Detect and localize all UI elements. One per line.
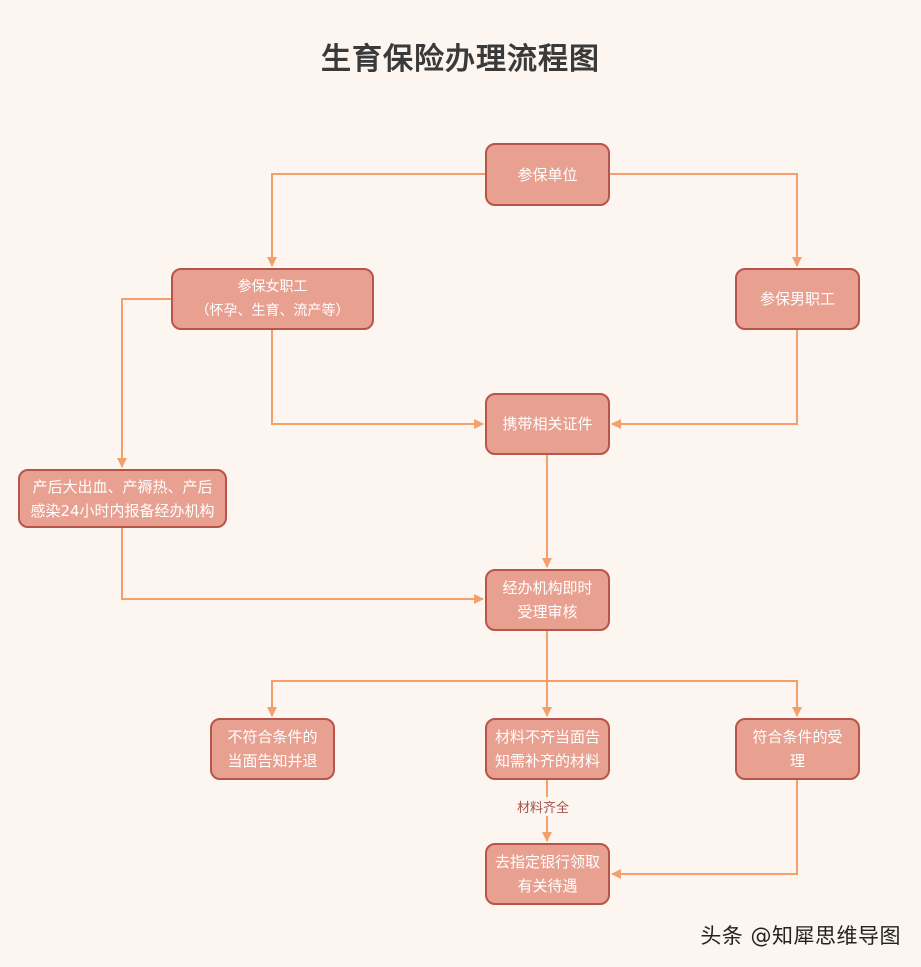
- arrow-female-to-documents: [271, 330, 484, 429]
- node-emergency-report-label: 产后大出血、产褥热、产后感染24小时内报备经办机构: [30, 478, 215, 520]
- edge-label-materials-complete: 材料齐全: [514, 797, 573, 816]
- node-bank: 去指定银行领取有关待遇: [485, 843, 610, 905]
- arrow-accept-to-bank: [611, 780, 798, 879]
- node-review-label: 经办机构即时受理审核: [502, 579, 593, 621]
- node-employer: 参保单位: [485, 143, 610, 206]
- node-male-employee: 参保男职工: [735, 268, 860, 330]
- arrow-employer-to-female: [267, 173, 485, 267]
- arrow-employer-to-male: [610, 173, 802, 267]
- diagram-title: 生育保险办理流程图: [321, 42, 600, 77]
- node-bank-label: 去指定银行领取有关待遇: [495, 853, 601, 895]
- arrow-review-to-reject: [267, 680, 547, 717]
- node-supplement: 材料不齐当面告知需补齐的材料: [485, 718, 610, 780]
- node-emergency-report: 产后大出血、产褥热、产后感染24小时内报备经办机构: [18, 469, 227, 528]
- node-female-employee-label: 参保女职工 （怀孕、生育、流产等）: [195, 279, 350, 319]
- arrow-emergency-to-review: [121, 528, 484, 604]
- arrow-review-to-accept: [547, 680, 802, 717]
- arrow-female-to-emergency: [117, 298, 172, 468]
- node-accept-label: 符合条件的受理: [752, 728, 843, 770]
- node-documents: 携带相关证件: [485, 393, 610, 455]
- node-female-employee: 参保女职工 （怀孕、生育、流产等）: [171, 268, 374, 330]
- node-reject-label: 不符合条件的当面告知并退回: [227, 728, 318, 778]
- node-reject: 不符合条件的当面告知并退回: [210, 718, 335, 780]
- node-documents-label: 携带相关证件: [502, 415, 593, 433]
- node-employer-label: 参保单位: [517, 165, 578, 184]
- node-male-employee-label: 参保男职工: [759, 290, 835, 308]
- node-supplement-label: 材料不齐当面告知需补齐的材料: [495, 728, 601, 770]
- watermark: 头条 @知犀思维导图: [700, 924, 901, 948]
- arrow-male-to-documents: [611, 330, 798, 429]
- node-accept: 符合条件的受理: [735, 718, 860, 780]
- node-review: 经办机构即时受理审核: [485, 569, 610, 631]
